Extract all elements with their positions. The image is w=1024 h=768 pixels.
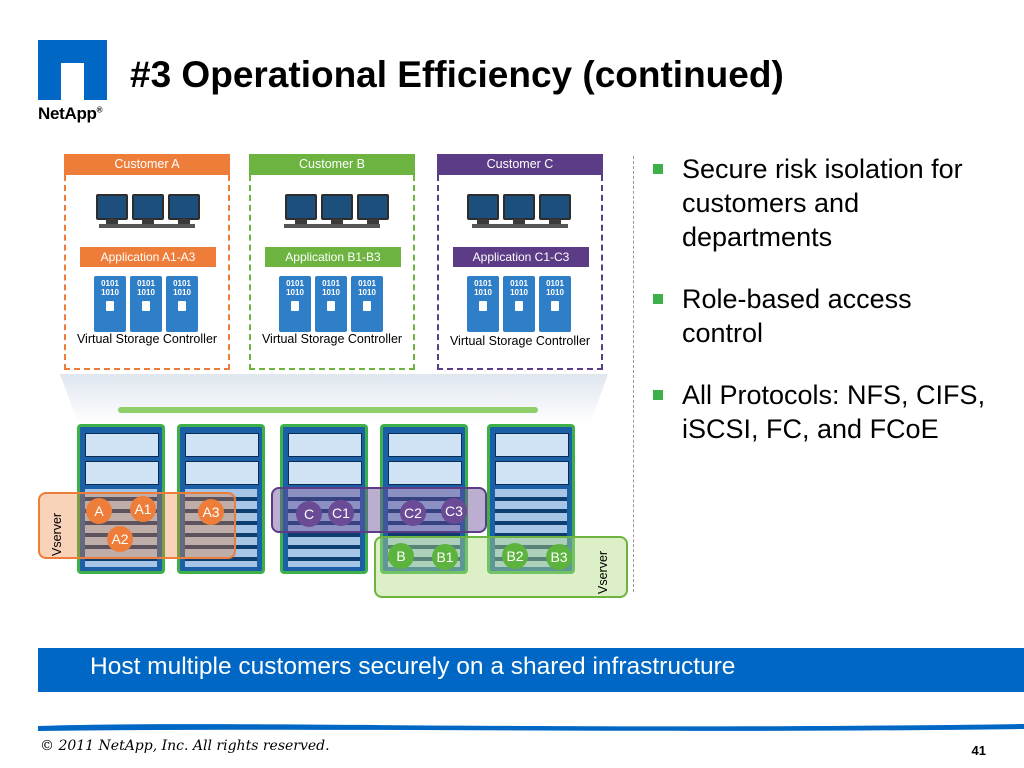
volume-chip: B2 bbox=[502, 543, 528, 569]
customer-c-app-label: Application C1-C3 bbox=[453, 247, 589, 267]
column-divider bbox=[633, 156, 634, 592]
customer-a-controller-label: Virtual Storage Controller bbox=[76, 332, 218, 346]
volume-chip: B1 bbox=[432, 544, 458, 570]
volume-chip: C1 bbox=[328, 500, 354, 526]
desk-divider bbox=[284, 224, 380, 228]
customer-c-frame bbox=[437, 175, 603, 370]
storage-rack bbox=[177, 424, 265, 574]
computer-icon bbox=[96, 194, 128, 225]
banner-text: Host multiple customers securely on a sh… bbox=[90, 653, 736, 680]
computer-icon bbox=[357, 194, 389, 225]
bullet-item: Role-based access control bbox=[653, 282, 993, 350]
copyright-text: © 2011 NetApp, Inc. All rights reserved. bbox=[40, 738, 330, 754]
vserver-label: Vserver bbox=[50, 512, 64, 556]
page-number: 41 bbox=[971, 743, 986, 758]
volume-chip: A3 bbox=[198, 499, 224, 525]
customer-c-header: Customer C bbox=[437, 154, 603, 175]
volume-chip: B3 bbox=[546, 544, 572, 570]
bullet-item: All Protocols: NFS, CIFS, iSCSI, FC, and… bbox=[653, 378, 993, 446]
volume-chip: C bbox=[296, 501, 322, 527]
footer-brush-stroke bbox=[38, 724, 1024, 731]
customer-b-frame bbox=[249, 175, 415, 370]
computer-icon bbox=[168, 194, 200, 225]
customer-a-app-label: Application A1-A3 bbox=[80, 247, 216, 267]
volume-chip: C2 bbox=[400, 500, 426, 526]
banner bbox=[38, 648, 1024, 692]
volume-chip: B bbox=[388, 543, 414, 569]
cluster-interconnect bbox=[118, 407, 538, 413]
computer-icon bbox=[467, 194, 499, 225]
computer-icon bbox=[132, 194, 164, 225]
customer-b-header: Customer B bbox=[249, 154, 415, 175]
bullet-square-icon bbox=[653, 294, 663, 304]
volume-chip: A bbox=[86, 498, 112, 524]
computer-icon bbox=[285, 194, 317, 225]
volume-chip: C3 bbox=[441, 498, 467, 524]
customer-a-frame bbox=[64, 175, 230, 370]
computer-icon bbox=[503, 194, 535, 225]
desk-divider bbox=[99, 224, 195, 228]
bullet-item: Secure risk isolation for customers and … bbox=[653, 152, 993, 254]
storage-rack bbox=[280, 424, 368, 574]
computer-icon bbox=[539, 194, 571, 225]
netapp-logo-text: NetApp® bbox=[38, 104, 103, 123]
slide-title: #3 Operational Efficiency (continued) bbox=[130, 54, 784, 95]
customer-a-header: Customer A bbox=[64, 154, 230, 175]
vserver-label: Vserver bbox=[596, 550, 610, 594]
volume-chip: A1 bbox=[130, 496, 156, 522]
bullet-square-icon bbox=[653, 390, 663, 400]
customer-b-controller-label: Virtual Storage Controller bbox=[261, 332, 403, 346]
customer-c-controller-label: Virtual Storage Controller bbox=[449, 334, 591, 348]
desk-divider bbox=[472, 224, 568, 228]
computer-icon bbox=[321, 194, 353, 225]
volume-chip: A2 bbox=[107, 526, 133, 552]
bullet-square-icon bbox=[653, 164, 663, 174]
netapp-logo-icon bbox=[38, 40, 107, 100]
funnel-shading bbox=[60, 374, 608, 424]
customer-b-app-label: Application B1-B3 bbox=[265, 247, 401, 267]
vserver-b-group bbox=[374, 536, 628, 598]
